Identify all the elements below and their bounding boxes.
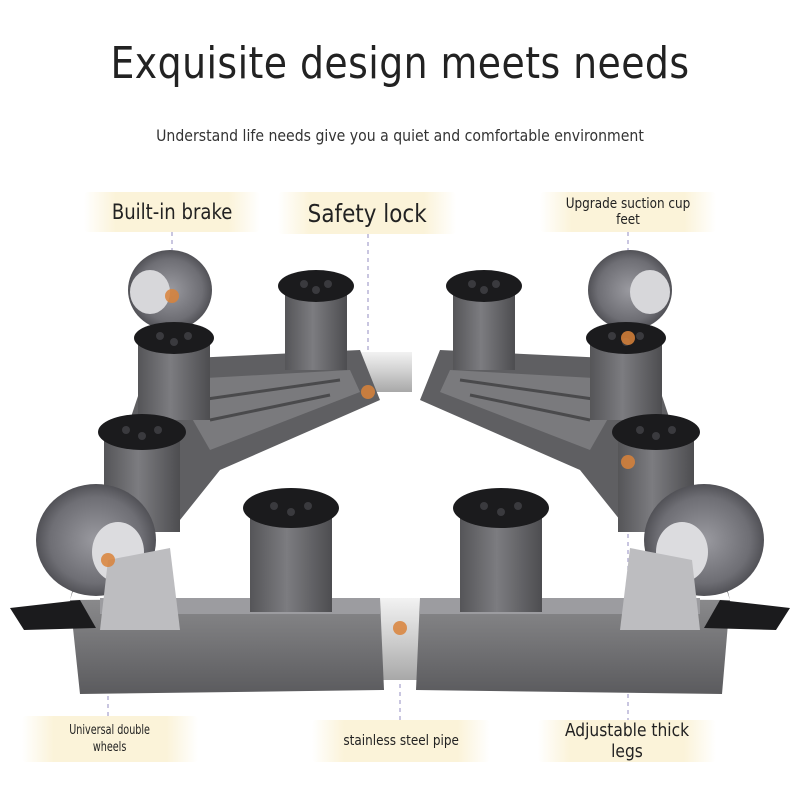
page-title: Exquisite design meets needs	[110, 38, 690, 89]
leg-front-left	[243, 488, 339, 612]
dot-legs	[621, 455, 635, 469]
leg-back-right-inner	[446, 270, 522, 370]
page-subtitle: Understand life needs give you a quiet a…	[156, 126, 644, 145]
label-safety-lock: Safety lock	[278, 192, 456, 234]
dot-pipe	[393, 621, 407, 635]
leg-back-left-outer	[134, 322, 214, 420]
back-wheels	[128, 250, 672, 330]
brake-pedal-left	[10, 600, 96, 630]
dot-wheels	[101, 553, 115, 567]
steel-pipe-front	[378, 598, 422, 680]
adjustable-legs	[98, 270, 700, 612]
indicator-dots	[101, 289, 635, 635]
front-wheels	[10, 484, 790, 630]
label-built-in-brake: Built-in brake	[84, 192, 260, 232]
leg-back-right-outer	[586, 322, 666, 420]
brake-pedal-right	[704, 600, 790, 630]
dot-brake	[165, 289, 179, 303]
label-suction-cup-feet: Upgrade suction cup feet	[540, 192, 716, 232]
label-adjustable-legs: Adjustable thick legs	[538, 720, 716, 762]
label-steel-pipe: stainless steel pipe	[312, 720, 490, 762]
dot-feet	[621, 331, 635, 345]
dot-lock	[361, 385, 375, 399]
leg-front-right	[453, 488, 549, 612]
leg-back-left-inner	[278, 270, 354, 370]
